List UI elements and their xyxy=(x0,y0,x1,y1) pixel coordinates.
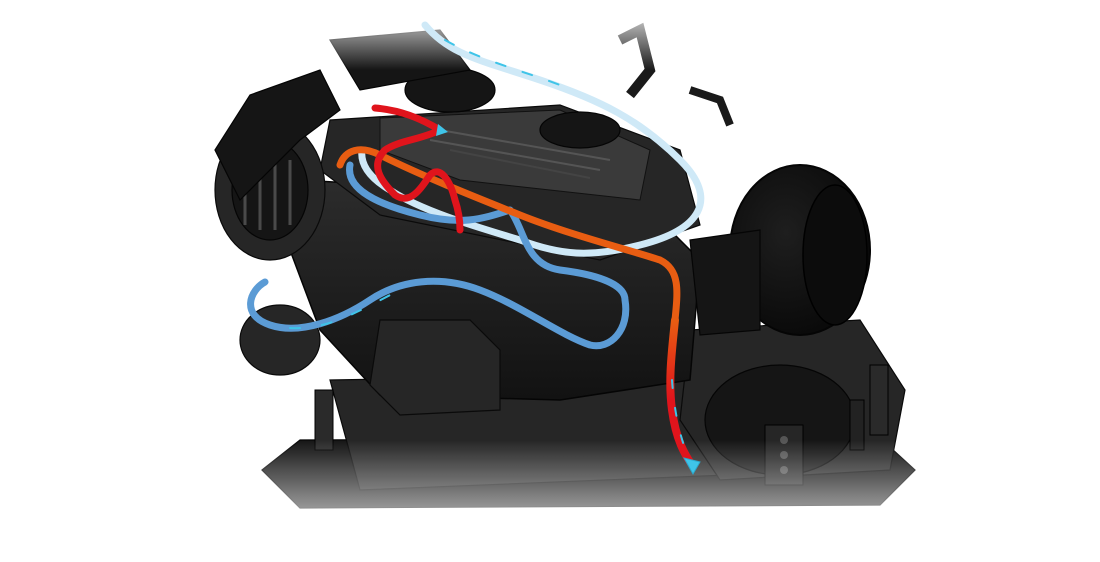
oil-filler xyxy=(539,111,621,149)
flow-arrow-icon xyxy=(436,124,448,136)
heat-exchanger-cap xyxy=(802,184,868,326)
flow-highlight-2 xyxy=(289,289,401,330)
bottom-fade xyxy=(0,440,1100,562)
cold-coolant-path xyxy=(247,161,630,350)
flow-arrow-icon xyxy=(682,457,701,476)
exhaust-elbow xyxy=(689,229,761,336)
top-fade xyxy=(0,0,1100,70)
valve-cover-ribs xyxy=(429,129,611,179)
top-pipe-2 xyxy=(688,86,734,127)
exhaust-outlet-path xyxy=(666,316,696,469)
raw-water-path xyxy=(358,21,705,257)
flow-highlight-1 xyxy=(444,39,561,86)
coolant-flow-paths xyxy=(247,21,705,476)
starter-motor xyxy=(369,319,501,416)
hot-coolant-path xyxy=(336,146,681,324)
flow-highlight-3 xyxy=(671,379,691,461)
belt-pulley-housing xyxy=(214,69,341,202)
